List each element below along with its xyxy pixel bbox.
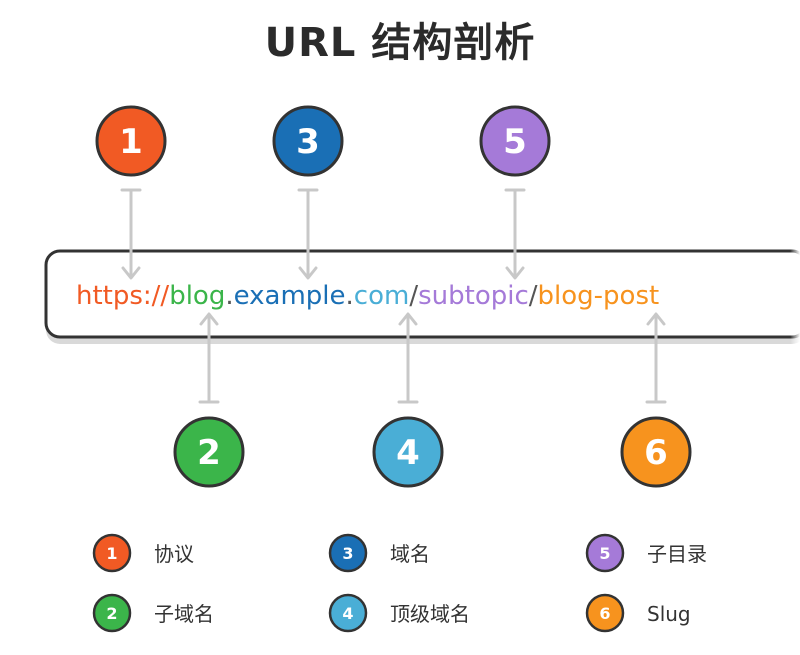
url-slash: / bbox=[529, 281, 538, 311]
url-scheme: https:// bbox=[76, 281, 169, 311]
url-text: https://blog.example.com/subtopic/blog-p… bbox=[76, 281, 659, 311]
svg-text:3: 3 bbox=[296, 122, 320, 162]
svg-text:6: 6 bbox=[599, 604, 610, 623]
marker-1: 1 bbox=[95, 105, 167, 177]
legend-item-scheme: 1 协议 bbox=[92, 533, 194, 573]
svg-text:5: 5 bbox=[599, 544, 610, 563]
marker-5: 5 bbox=[479, 105, 551, 177]
svg-text:2: 2 bbox=[197, 433, 221, 473]
legend-label: 协议 bbox=[154, 542, 194, 566]
marker-3: 3 bbox=[272, 105, 344, 177]
legend-item-tld: 4 顶级域名 bbox=[328, 593, 470, 633]
url-subdomain: blog bbox=[169, 281, 225, 311]
arrow-domain bbox=[297, 188, 319, 280]
legend-item-subdomain: 2 子域名 bbox=[92, 593, 214, 633]
legend-label: 子目录 bbox=[647, 542, 707, 566]
url-subdirectory: subtopic bbox=[418, 281, 529, 311]
marker-4: 4 bbox=[372, 416, 444, 488]
url-tld: com bbox=[354, 281, 410, 311]
arrow-scheme bbox=[120, 188, 142, 280]
svg-text:5: 5 bbox=[503, 122, 527, 162]
legend-label: Slug bbox=[647, 602, 691, 626]
connector-arrows bbox=[120, 188, 667, 404]
url-slug: blog-post bbox=[538, 281, 660, 311]
svg-text:4: 4 bbox=[396, 433, 420, 473]
arrow-subdirectory bbox=[504, 188, 526, 280]
url-dot: . bbox=[225, 281, 233, 311]
url-dot: . bbox=[346, 281, 354, 311]
svg-text:6: 6 bbox=[644, 433, 668, 473]
url-domain: example bbox=[234, 281, 346, 311]
marker-2: 2 bbox=[173, 416, 245, 488]
marker-circles: 1 3 5 2 4 6 bbox=[95, 105, 692, 488]
arrow-tld bbox=[397, 312, 419, 404]
legend-label: 域名 bbox=[390, 542, 430, 566]
arrow-slug bbox=[645, 312, 667, 404]
svg-text:1: 1 bbox=[119, 122, 143, 162]
svg-text:4: 4 bbox=[342, 604, 353, 623]
legend-item-domain: 3 域名 bbox=[328, 533, 430, 573]
legend: 1 协议 2 子域名 3 域名 4 顶级域名 5 子目录 6 Slug bbox=[92, 533, 707, 633]
page-title: URL 结构剖析 bbox=[264, 20, 536, 66]
legend-item-subdirectory: 5 子目录 bbox=[585, 533, 707, 573]
legend-label: 子域名 bbox=[154, 602, 214, 626]
legend-label: 顶级域名 bbox=[390, 602, 470, 626]
marker-6: 6 bbox=[620, 416, 692, 488]
arrow-subdomain bbox=[198, 312, 220, 404]
url-bar bbox=[44, 240, 800, 350]
url-slash: / bbox=[409, 281, 418, 311]
svg-text:2: 2 bbox=[106, 604, 117, 623]
legend-item-slug: 6 Slug bbox=[585, 593, 691, 633]
svg-text:3: 3 bbox=[342, 544, 353, 563]
svg-text:1: 1 bbox=[106, 544, 117, 563]
